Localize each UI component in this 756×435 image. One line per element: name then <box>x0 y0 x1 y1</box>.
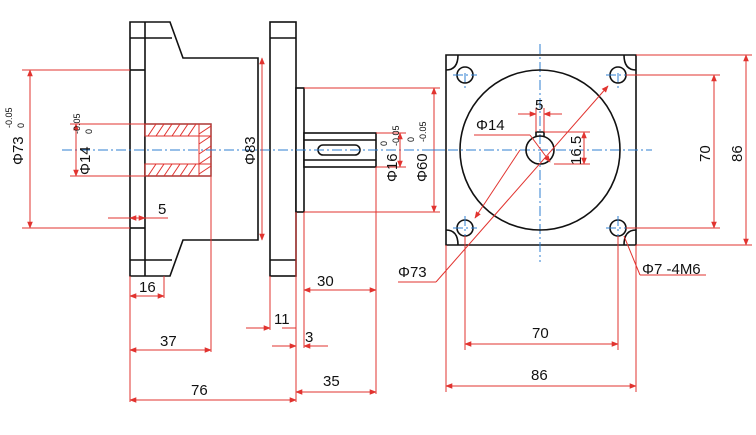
dim-len-35: 35 <box>295 373 377 395</box>
dim-shaft-diameter: Φ16 0 -0.05 <box>376 125 406 182</box>
label-dia-bore: Φ14 <box>77 146 94 175</box>
svg-text:76: 76 <box>191 382 208 399</box>
output-flange <box>269 21 297 277</box>
svg-text:37: 37 <box>160 333 177 350</box>
svg-text:5: 5 <box>158 201 166 218</box>
svg-text:0: 0 <box>406 137 416 142</box>
dim-len-37: 37 <box>129 333 212 353</box>
label-dia-shaft: Φ16 <box>384 153 401 182</box>
dim-bore-diameter: Φ14 -0.05 0 <box>70 113 145 177</box>
side-view: Φ73 -0.05 0 Φ14 -0.05 0 Φ83 Φ16 0 -0.05 <box>4 21 444 403</box>
dim-holes: Φ7 -4M6 <box>623 235 706 278</box>
label-dia-pilot: Φ60 <box>414 153 431 182</box>
svg-text:16.5: 16.5 <box>568 136 585 165</box>
svg-text:0: 0 <box>16 123 26 128</box>
svg-text:0: 0 <box>379 141 389 146</box>
svg-text:5: 5 <box>535 97 543 114</box>
label-dia-flange: Φ83 <box>242 136 259 165</box>
svg-text:16: 16 <box>139 279 156 296</box>
svg-text:30: 30 <box>317 273 334 290</box>
pilot-circle <box>459 69 621 231</box>
svg-text:-0.05: -0.05 <box>418 121 428 142</box>
dim-hole-spacing-horizontal: 70 <box>464 236 619 350</box>
dim-housing-diameter: Φ73 -0.05 0 <box>4 69 130 229</box>
dim-keyway-width: 5 <box>518 97 562 132</box>
svg-text:70: 70 <box>697 145 714 162</box>
dim-len-11: 11 <box>246 311 296 331</box>
dim-hole-spacing-vertical: 70 <box>626 74 720 229</box>
svg-text:86: 86 <box>531 367 548 384</box>
dim-square-vertical: 86 <box>636 54 752 246</box>
svg-text:86: 86 <box>729 145 746 162</box>
svg-text:Φ7 -4M6: Φ7 -4M6 <box>642 261 701 278</box>
svg-text:-0.05: -0.05 <box>391 125 401 146</box>
svg-text:-0.05: -0.05 <box>4 107 14 128</box>
svg-text:Φ14: Φ14 <box>476 117 505 134</box>
front-view: Φ14 5 16.5 Φ73 Φ7 -4M6 <box>398 44 752 392</box>
dim-square-horizontal: 86 <box>445 245 637 392</box>
svg-text:11: 11 <box>274 311 290 328</box>
dim-keyway-depth: 16.5 <box>544 131 590 165</box>
dim-len-3: 3 <box>272 329 328 349</box>
label-dia-housing: Φ73 <box>10 136 27 165</box>
dim-len-76: 76 <box>129 382 297 403</box>
svg-text:0: 0 <box>84 129 94 134</box>
dim-len-5: 5 <box>108 201 168 221</box>
svg-text:3: 3 <box>305 329 313 346</box>
keyway <box>535 131 545 137</box>
svg-text:70: 70 <box>532 325 549 342</box>
svg-text:-0.05: -0.05 <box>72 113 82 134</box>
corner-notches <box>445 54 637 246</box>
svg-text:35: 35 <box>323 373 340 390</box>
dim-len-16: 16 <box>129 279 165 299</box>
dim-front-bore: Φ14 <box>474 117 551 163</box>
svg-text:Φ73: Φ73 <box>398 264 427 281</box>
dim-flange-diameter: Φ83 <box>242 57 265 241</box>
dim-len-30: 30 <box>303 273 377 293</box>
